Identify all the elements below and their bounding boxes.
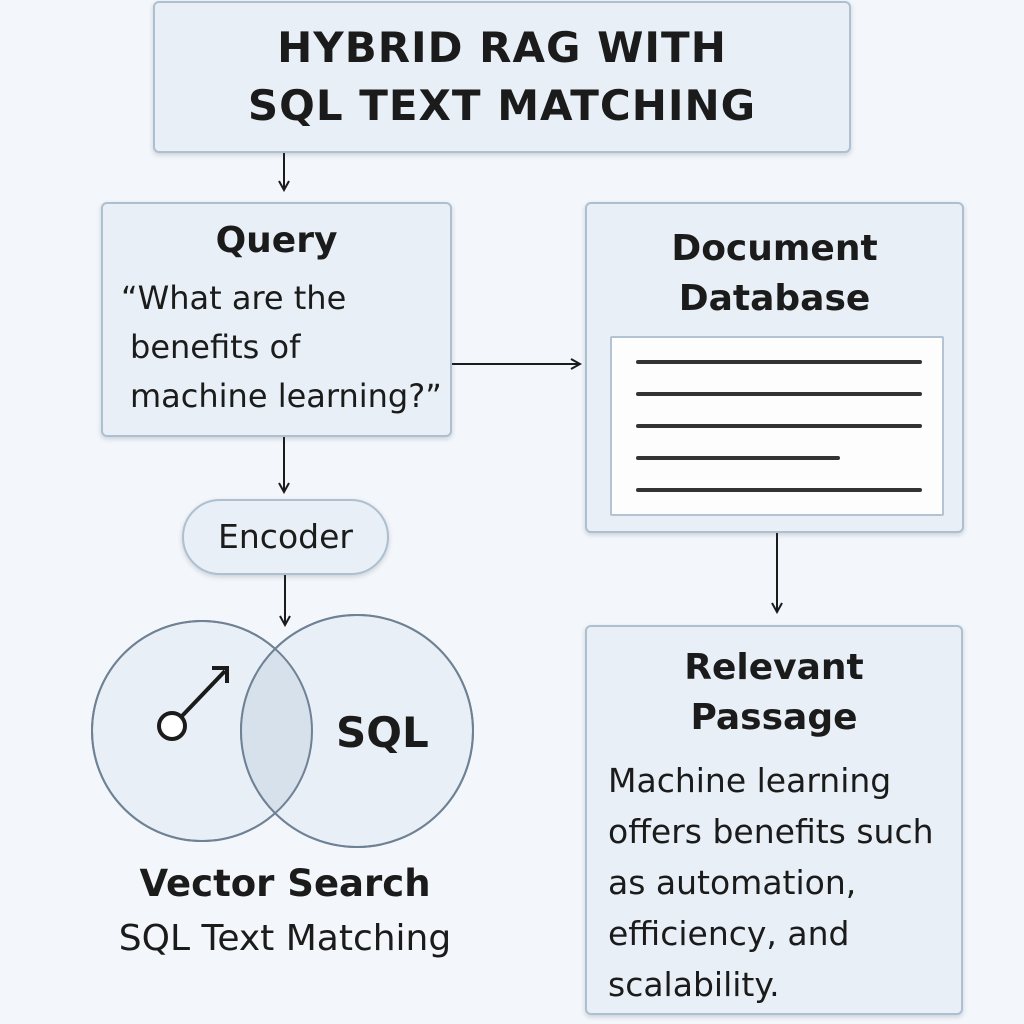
venn-diagram bbox=[91, 614, 474, 848]
title-line-2: SQL TEXT MATCHING bbox=[247, 81, 757, 130]
venn-sql-label: SQL bbox=[336, 708, 429, 757]
passage-text-line: efficiency, and bbox=[608, 914, 850, 953]
query-text-line: “What are the bbox=[121, 279, 347, 317]
title-line-1: HYBRID RAG WITH bbox=[277, 23, 727, 72]
relevant-passage-box: Relevant Passage Machine learning offers… bbox=[585, 625, 963, 1015]
relevant-passage-text: Machine learning offers benefits such as… bbox=[608, 755, 963, 1010]
document-database-heading: Document Database bbox=[671, 228, 878, 319]
query-text-line: benefits of bbox=[130, 328, 301, 366]
vector-search-caption: Vector Search bbox=[139, 862, 431, 905]
passage-text-line: as automation, bbox=[608, 863, 857, 902]
sql-text-matching-caption: SQL Text Matching bbox=[118, 918, 452, 959]
vector-arrow-icon bbox=[157, 666, 229, 741]
title-box: HYBRID RAG WITH SQL TEXT MATCHING bbox=[153, 1, 851, 153]
query-text: “What are the benefits of machine learni… bbox=[121, 274, 451, 421]
relevant-passage-heading: Relevant Passage bbox=[684, 647, 864, 738]
query-box: Query “What are the benefits of machine … bbox=[101, 202, 452, 437]
document-text-line bbox=[636, 360, 922, 364]
document-text-line bbox=[636, 488, 922, 492]
passage-text-line: Machine learning bbox=[608, 761, 892, 800]
document-database-box: Document Database bbox=[585, 202, 964, 533]
encoder-pill: Encoder bbox=[182, 499, 389, 575]
document-icon bbox=[610, 336, 944, 516]
document-text-line bbox=[636, 424, 922, 428]
document-text-line bbox=[636, 456, 840, 460]
passage-text-line: scalability. bbox=[608, 965, 780, 1004]
document-text-line bbox=[636, 392, 922, 396]
query-heading: Query bbox=[215, 220, 338, 261]
passage-text-line: offers benefits such bbox=[608, 812, 934, 851]
query-text-line: machine learning?” bbox=[130, 377, 442, 415]
